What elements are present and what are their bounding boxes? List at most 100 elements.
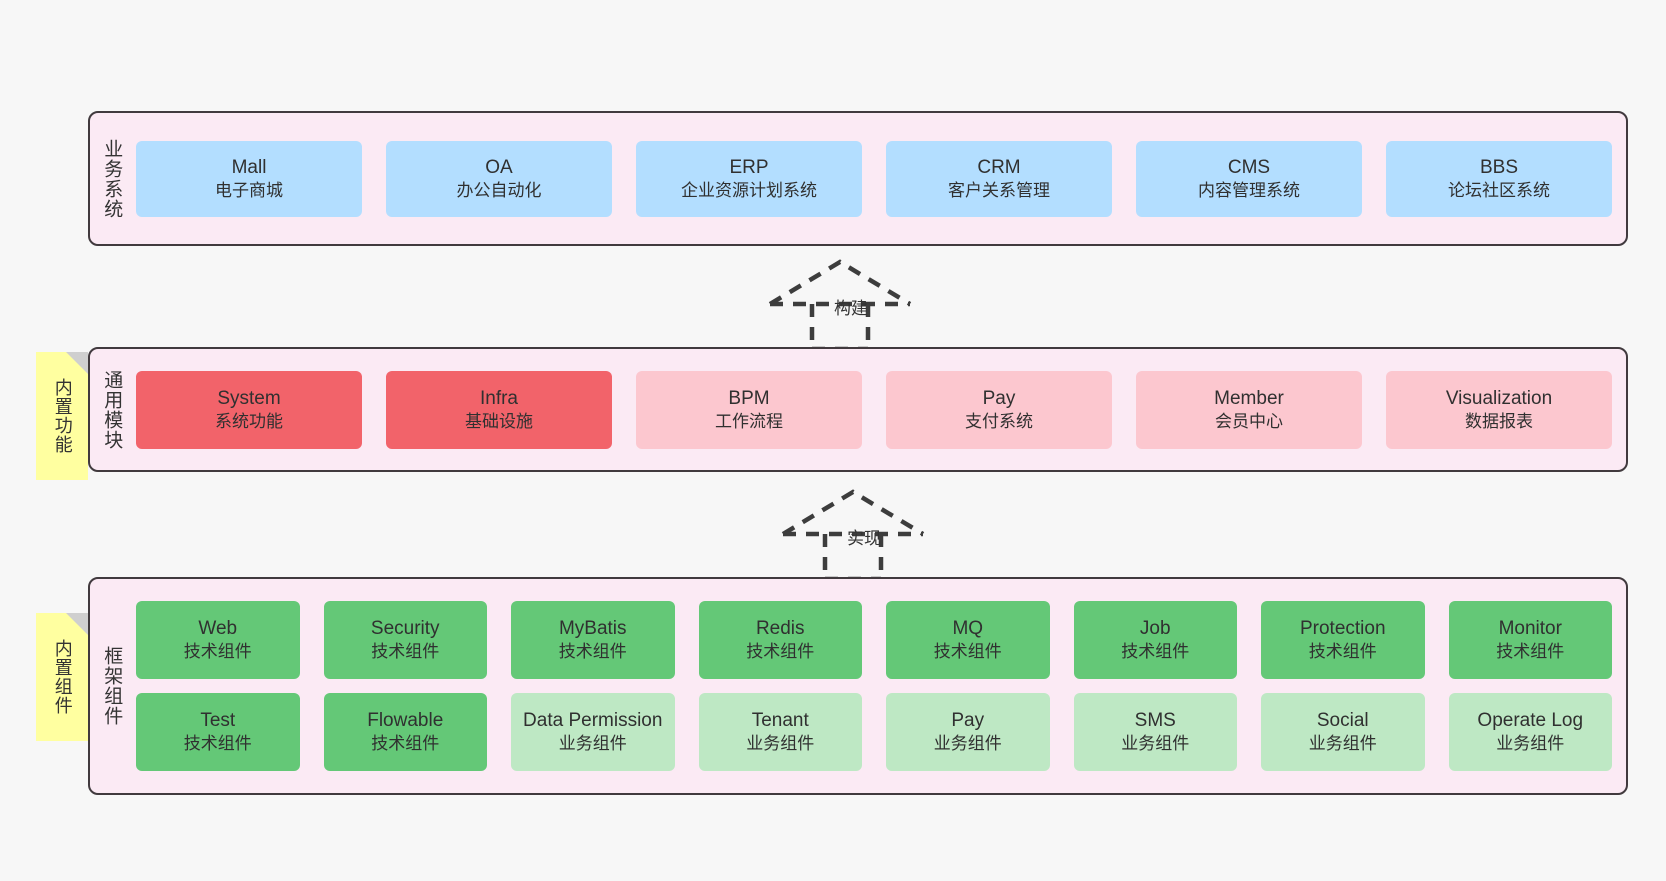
node-subtitle: 业务组件 [933, 734, 1002, 754]
node-mybatis[interactable]: MyBatis 技术组件 [511, 601, 675, 679]
section-body-framework-components: Web 技术组件 Security 技术组件 MyBatis 技术组件 Redi… [132, 579, 1626, 793]
node-job[interactable]: Job 技术组件 [1073, 601, 1237, 679]
node-subtitle: 工作流程 [715, 411, 783, 431]
section-label-framework-components: 框架组件 [101, 646, 123, 726]
node-bpm[interactable]: BPM 工作流程 [636, 370, 862, 449]
node-redis[interactable]: Redis 技术组件 [698, 601, 862, 679]
node-title: Operate Log [1477, 710, 1584, 732]
node-subtitle: 客户关系管理 [948, 180, 1050, 200]
node-row: System 系统功能 Infra 基础设施 BPM 工作流程 Pay 支付系统… [136, 370, 1612, 449]
node-subtitle: 电子商城 [215, 180, 283, 200]
node-title: Member [1214, 387, 1284, 409]
node-title: Redis [755, 618, 805, 640]
node-subtitle: 内容管理系统 [1198, 180, 1300, 200]
node-data-permission[interactable]: Data Permission 业务组件 [511, 693, 675, 771]
section-body-common-modules: System 系统功能 Infra 基础设施 BPM 工作流程 Pay 支付系统… [132, 349, 1626, 470]
section-framework-components: 框架组件 Web 技术组件 Security 技术组件 MyBatis 技术组件… [88, 577, 1628, 795]
section-business-systems: 业务系统 Mall 电子商城 OA 办公自动化 ERP 企业资源计划系统 CRM… [88, 111, 1628, 246]
node-title: System [217, 387, 281, 409]
node-subtitle: 企业资源计划系统 [681, 180, 817, 200]
node-title: Security [370, 618, 440, 640]
node-subtitle: 技术组件 [371, 734, 440, 754]
node-subtitle: 技术组件 [558, 642, 627, 662]
section-label-common-modules: 通用模块 [101, 369, 123, 450]
node-title: Monitor [1498, 618, 1562, 640]
section-body-business-systems: Mall 电子商城 OA 办公自动化 ERP 企业资源计划系统 CRM 客户关系… [132, 113, 1626, 244]
node-mall[interactable]: Mall 电子商城 [136, 140, 362, 217]
note-builtin-components: 内置组件 [36, 613, 88, 741]
node-title: Protection [1299, 618, 1386, 640]
node-title: CMS [1227, 156, 1271, 178]
node-subtitle: 业务组件 [1121, 734, 1190, 754]
node-crm[interactable]: CRM 客户关系管理 [886, 140, 1112, 217]
node-title: CRM [977, 156, 1021, 178]
node-erp[interactable]: ERP 企业资源计划系统 [636, 140, 862, 217]
node-mq[interactable]: MQ 技术组件 [886, 601, 1050, 679]
node-title: Pay [982, 387, 1016, 409]
node-subtitle: 技术组件 [183, 734, 252, 754]
note-builtin-features: 内置功能 [36, 352, 88, 480]
node-title: ERP [729, 156, 769, 178]
connector-build-label: 构建 [834, 299, 868, 318]
node-pay-business[interactable]: Pay 业务组件 [886, 693, 1050, 771]
section-common-modules: 通用模块 System 系统功能 Infra 基础设施 BPM 工作流程 Pay… [88, 347, 1628, 472]
node-title: Flowable [367, 710, 444, 732]
node-row: Web 技术组件 Security 技术组件 MyBatis 技术组件 Redi… [136, 601, 1612, 679]
node-system[interactable]: System 系统功能 [136, 370, 362, 449]
note-fold-corner-icon [66, 352, 88, 374]
node-security[interactable]: Security 技术组件 [323, 601, 487, 679]
node-subtitle: 系统功能 [215, 411, 283, 431]
node-sms[interactable]: SMS 业务组件 [1073, 693, 1237, 771]
node-bbs[interactable]: BBS 论坛社区系统 [1386, 140, 1612, 217]
node-title: Data Permission [523, 710, 663, 732]
node-title: MyBatis [558, 618, 627, 640]
node-subtitle: 业务组件 [746, 734, 815, 754]
node-cms[interactable]: CMS 内容管理系统 [1136, 140, 1362, 217]
node-subtitle: 基础设施 [465, 411, 533, 431]
node-subtitle: 论坛社区系统 [1448, 180, 1550, 200]
node-subtitle: 业务组件 [1308, 734, 1377, 754]
node-social[interactable]: Social 业务组件 [1261, 693, 1425, 771]
node-monitor[interactable]: Monitor 技术组件 [1448, 601, 1612, 679]
node-title: Web [198, 618, 238, 640]
node-subtitle: 数据报表 [1465, 411, 1533, 431]
node-title: Visualization [1445, 387, 1553, 409]
node-title: Tenant [751, 710, 809, 732]
node-title: Pay [951, 710, 985, 732]
node-title: Mall [231, 156, 267, 178]
node-infra[interactable]: Infra 基础设施 [386, 370, 612, 449]
node-title: Infra [479, 387, 519, 409]
node-subtitle: 办公自动化 [456, 180, 542, 200]
node-subtitle: 技术组件 [933, 642, 1002, 662]
node-subtitle: 技术组件 [1121, 642, 1190, 662]
node-subtitle: 技术组件 [1496, 642, 1565, 662]
node-title: BPM [728, 387, 770, 409]
node-protection[interactable]: Protection 技术组件 [1261, 601, 1425, 679]
node-subtitle: 技术组件 [183, 642, 252, 662]
node-member[interactable]: Member 会员中心 [1136, 370, 1362, 449]
node-subtitle: 技术组件 [746, 642, 815, 662]
node-test[interactable]: Test 技术组件 [136, 693, 300, 771]
node-flowable[interactable]: Flowable 技术组件 [323, 693, 487, 771]
note-label: 内置功能 [52, 378, 73, 454]
node-subtitle: 业务组件 [1496, 734, 1565, 754]
node-row: Mall 电子商城 OA 办公自动化 ERP 企业资源计划系统 CRM 客户关系… [136, 140, 1612, 217]
connector-implement-label: 实现 [847, 529, 881, 548]
node-pay[interactable]: Pay 支付系统 [886, 370, 1112, 449]
node-operate-log[interactable]: Operate Log 业务组件 [1448, 693, 1612, 771]
node-tenant[interactable]: Tenant 业务组件 [698, 693, 862, 771]
node-subtitle: 技术组件 [1308, 642, 1377, 662]
node-title: MQ [952, 618, 984, 640]
node-title: Job [1139, 618, 1171, 640]
node-title: SMS [1134, 710, 1176, 732]
node-web[interactable]: Web 技术组件 [136, 601, 300, 679]
node-title: Test [200, 710, 236, 732]
connector-implement: 实现 [773, 486, 933, 582]
node-subtitle: 业务组件 [558, 734, 627, 754]
node-oa[interactable]: OA 办公自动化 [386, 140, 612, 217]
node-title: Social [1316, 710, 1369, 732]
section-label-business-systems: 业务系统 [101, 138, 123, 219]
node-visualization[interactable]: Visualization 数据报表 [1386, 370, 1612, 449]
node-subtitle: 支付系统 [965, 411, 1033, 431]
